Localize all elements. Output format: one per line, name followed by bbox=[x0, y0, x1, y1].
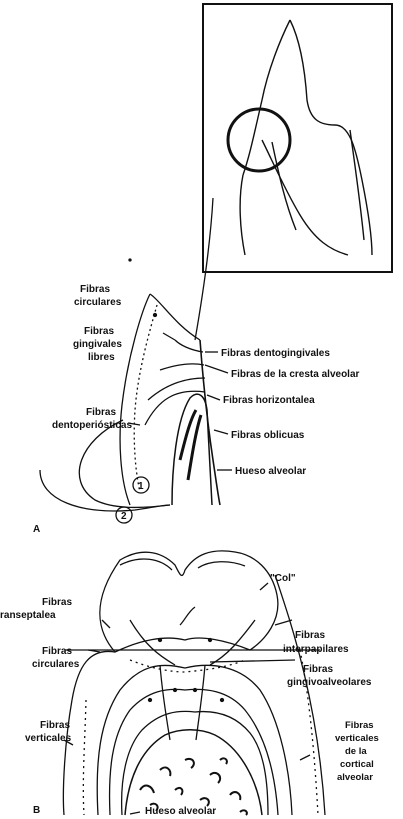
panel-a-letter: A bbox=[33, 524, 40, 535]
panel-b-label-verticales-1: Fibras bbox=[40, 720, 70, 731]
panel-b-label-cortical-3: de la bbox=[345, 746, 367, 757]
panel-a-label-horizontales: Fibras horizontalea bbox=[223, 395, 315, 406]
panel-b-diagram bbox=[63, 551, 325, 815]
inset-tooth-diagram bbox=[203, 4, 392, 272]
panel-a-label-circulares-2: circulares bbox=[74, 297, 122, 308]
panel-a-label-oblicuas: Fibras oblicuas bbox=[231, 430, 305, 441]
panel-b-label-circulares-2: circulares bbox=[32, 659, 80, 670]
panel-b-letter: B bbox=[33, 805, 40, 816]
panel-b-label-transeptales-1: Fibras bbox=[42, 597, 72, 608]
panel-b-label-gingivoalveolares-1: Fibras bbox=[303, 664, 333, 675]
panel-a-label-dentoperiosticas-2: dentoperiósticas bbox=[52, 420, 132, 431]
panel-b-label-cortical-5: alveolar bbox=[337, 772, 373, 783]
panel-b-label-cortical-4: cortical bbox=[340, 759, 374, 770]
panel-a-circle-1-number: 1 bbox=[138, 481, 144, 492]
panel-a-label-gingivales-2: gingivales bbox=[73, 339, 122, 350]
panel-a-label-circulares-1: Fibras bbox=[80, 284, 110, 295]
panel-b-label-gingivoalveolares-2: gingivoalveolares bbox=[287, 677, 372, 688]
panel-a-label-gingivales-3: libres bbox=[88, 352, 115, 363]
panel-b-label-col: "Col" bbox=[270, 573, 296, 584]
panel-a-label-dentoperiosticas-1: Fibras bbox=[86, 407, 116, 418]
panel-b-label-hueso-alveolar: Hueso alveolar bbox=[145, 806, 216, 817]
panel-b-label-cortical-1: Fibras bbox=[345, 720, 374, 731]
panel-a-label-dentogingivales: Fibras dentogingivales bbox=[221, 348, 330, 359]
panel-b-label-cortical-2: verticales bbox=[335, 733, 379, 744]
panel-b-label-interpapilares-2: interpapilares bbox=[283, 644, 349, 655]
panel-b-label-circulares-1: Fibras bbox=[42, 646, 72, 657]
panel-a-label-hueso-alveolar: Hueso alveolar bbox=[235, 466, 306, 477]
panel-a-label-gingivales-1: Fibras bbox=[84, 326, 114, 337]
panel-a-circle-2-number: 2 bbox=[121, 511, 127, 522]
panel-a-label-cresta-alveolar: Fibras de la cresta alveolar bbox=[231, 369, 360, 380]
panel-b-label-transeptales-2: ranseptalea bbox=[0, 610, 56, 621]
panel-b-label-interpapilares-1: Fibras bbox=[295, 630, 325, 641]
panel-b-label-verticales-2: verticales bbox=[25, 733, 72, 744]
